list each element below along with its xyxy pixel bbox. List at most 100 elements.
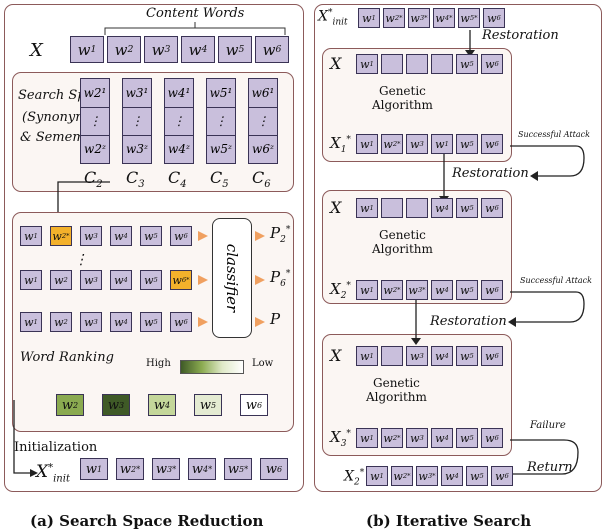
block-3-x-token-2 bbox=[381, 346, 403, 366]
importance-gradient bbox=[180, 360, 244, 374]
block-2-x-token-3 bbox=[406, 198, 428, 218]
search-column-3: w3¹⋮w3ᶻ bbox=[122, 78, 152, 164]
candidate-top: w5¹ bbox=[207, 79, 235, 108]
restoration-label-1: Restoration bbox=[482, 28, 559, 43]
candidate-dots: ⋮ bbox=[165, 107, 193, 136]
candidate-top: w4¹ bbox=[165, 79, 193, 108]
from-classifier-arrow bbox=[255, 317, 265, 327]
search-column-5: w5¹⋮ w5ᶻ bbox=[206, 78, 236, 164]
restoration-label-3: Restoration bbox=[430, 314, 507, 329]
word-ranking-label: Word Ranking bbox=[20, 350, 114, 365]
x-label: X bbox=[30, 40, 43, 61]
block-2-x-label: X bbox=[330, 198, 342, 217]
return-label: Return bbox=[527, 460, 573, 475]
to-classifier-arrow bbox=[198, 231, 208, 241]
block-1-xi-label: X1* bbox=[330, 134, 351, 155]
caption-b: (b) Iterative Search bbox=[366, 512, 532, 530]
candidate-dots: ⋮ bbox=[249, 107, 277, 136]
failure-label: Failure bbox=[530, 420, 566, 431]
to-classifier-arrow bbox=[198, 317, 208, 327]
block-1-x-token-2 bbox=[381, 54, 403, 74]
final-x-label: X2* bbox=[344, 468, 365, 488]
init-x-label: X*init bbox=[36, 462, 70, 485]
candidate-dots: ⋮ bbox=[207, 107, 235, 136]
content-words-label: Content Words bbox=[146, 6, 245, 21]
synonyms-label: (Synonyms bbox=[22, 110, 95, 125]
block-3-x-label: X bbox=[330, 346, 342, 365]
search-column-2: w2¹⋮w2ᶻ bbox=[80, 78, 110, 164]
to-classifier-arrow bbox=[198, 275, 208, 285]
output-prob-2: P6* bbox=[270, 268, 291, 289]
block-2-xi-label: X2* bbox=[330, 280, 351, 301]
candidate-bottom: w5ᶻ bbox=[210, 142, 232, 156]
block-2-x-token-2 bbox=[381, 198, 403, 218]
high-label: High bbox=[146, 358, 171, 369]
output-prob-3: P bbox=[270, 310, 281, 328]
successful-attack-label-1: Successful Attack bbox=[518, 130, 590, 139]
candidate-set-2: C2 bbox=[84, 168, 103, 191]
candidate-set-3: C3 bbox=[126, 168, 145, 191]
initialization-label: Initialization bbox=[14, 440, 98, 455]
iterative-search-panel bbox=[314, 4, 602, 492]
search-space-subpanel bbox=[12, 72, 294, 192]
search-column-6: w6¹⋮w6ᶻ bbox=[248, 78, 278, 164]
iterative-arrows bbox=[411, 30, 585, 479]
output-prob-1: P2* bbox=[270, 224, 291, 245]
restoration-label-2: Restoration bbox=[452, 166, 529, 181]
candidate-bottom: w3ᶻ bbox=[126, 142, 148, 156]
block-1-x-token-4 bbox=[431, 54, 453, 74]
search-space-reduction-panel bbox=[4, 4, 304, 492]
